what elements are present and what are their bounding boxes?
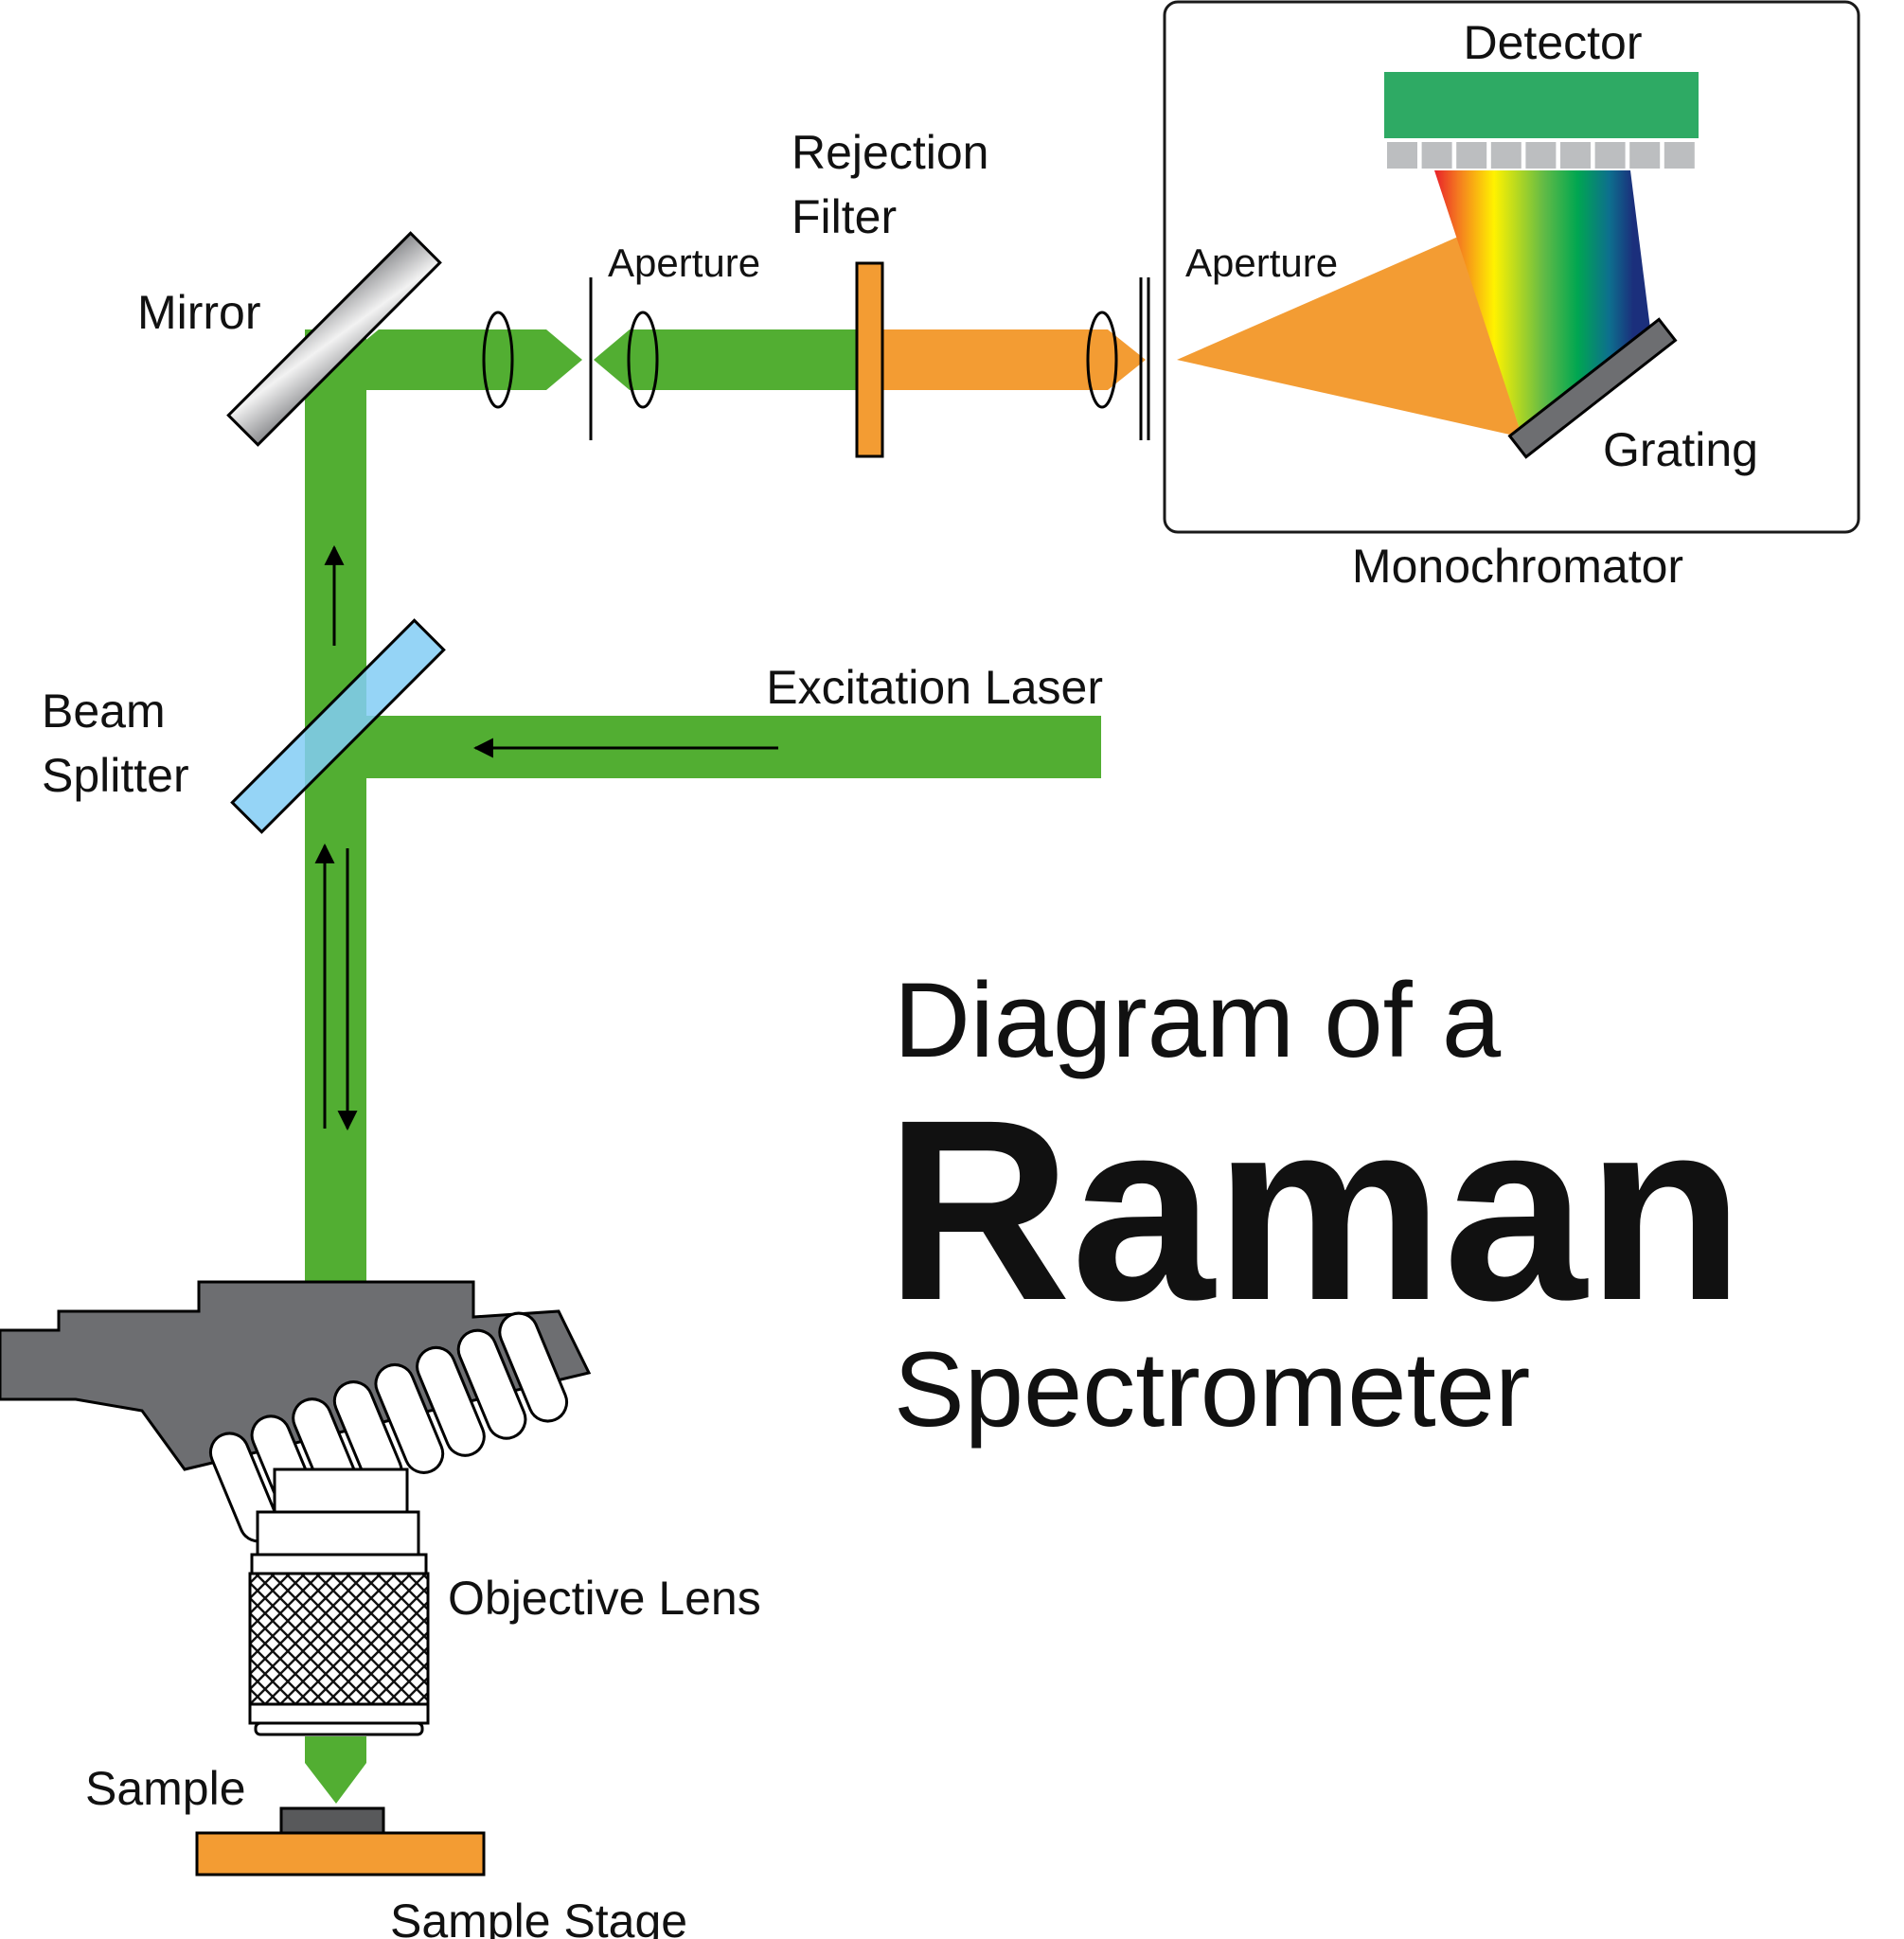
turret-cell bbox=[498, 1311, 569, 1423]
scattered-beam bbox=[869, 329, 1146, 390]
turret-cell bbox=[416, 1345, 486, 1457]
title-line3: Spectrometer bbox=[894, 1330, 1530, 1449]
aperture-right-label: Aperture bbox=[1185, 240, 1338, 285]
rejection-filter bbox=[855, 261, 884, 458]
objective-lower-ring bbox=[248, 1702, 430, 1725]
detector-pixel bbox=[1419, 140, 1454, 170]
turret-cell bbox=[374, 1362, 445, 1474]
monochromator-label: Monochromator bbox=[1352, 540, 1683, 593]
grating-label: Grating bbox=[1603, 423, 1758, 476]
excitation-laser-label: Excitation Laser bbox=[766, 661, 1103, 714]
collimating-lens bbox=[627, 311, 659, 409]
objective-knurled-grip bbox=[248, 1572, 430, 1706]
turret-cell bbox=[456, 1328, 527, 1440]
detector-pixel bbox=[1593, 140, 1628, 170]
rejection-filter-label-line2: Filter bbox=[792, 190, 897, 243]
monochromator-box bbox=[1163, 0, 1860, 534]
objective-collar-2 bbox=[256, 1510, 420, 1557]
beam-splitter-label-line2: Splitter bbox=[42, 749, 189, 802]
sample-label: Sample bbox=[85, 1762, 246, 1815]
sample bbox=[279, 1806, 385, 1835]
beam-after-aperture bbox=[594, 329, 857, 390]
detector-label: Detector bbox=[1464, 16, 1643, 69]
sample-stage bbox=[195, 1831, 486, 1877]
vertical-laser-beam bbox=[305, 329, 366, 1282]
monochromator-entrance-lens bbox=[1086, 311, 1118, 409]
objective-collar-3 bbox=[250, 1553, 428, 1575]
mirror bbox=[226, 231, 442, 447]
detector-pixel bbox=[1523, 140, 1558, 170]
objective-collar-1 bbox=[273, 1468, 409, 1514]
detector-pixel-row bbox=[1385, 140, 1697, 170]
beam-splitter-label-line1: Beam bbox=[42, 685, 166, 738]
mirror-label: Mirror bbox=[137, 286, 261, 339]
aperture-left-label: Aperture bbox=[608, 240, 760, 285]
detector-pixel bbox=[1558, 140, 1593, 170]
title-line1: Diagram of a bbox=[894, 961, 1502, 1079]
focused-beam bbox=[305, 1736, 366, 1804]
grating bbox=[1507, 317, 1678, 459]
detector-pixel bbox=[1454, 140, 1489, 170]
microscope-head bbox=[0, 1280, 592, 1471]
detector-block bbox=[1384, 72, 1699, 138]
objective-tip bbox=[254, 1721, 424, 1736]
monochromator-beam-cone bbox=[1177, 237, 1522, 437]
beam-splitter bbox=[230, 618, 446, 834]
detector-pixel bbox=[1488, 140, 1523, 170]
title-line2: Raman bbox=[885, 1066, 1744, 1354]
rejection-filter-label-line1: Rejection bbox=[792, 126, 988, 179]
objective-lens-label: Objective Lens bbox=[448, 1572, 761, 1625]
detector-pixel bbox=[1628, 140, 1663, 170]
detector-pixel bbox=[1662, 140, 1697, 170]
detector-pixel bbox=[1385, 140, 1419, 170]
focusing-lens bbox=[482, 311, 514, 409]
sample-stage-label: Sample Stage bbox=[390, 1895, 687, 1939]
